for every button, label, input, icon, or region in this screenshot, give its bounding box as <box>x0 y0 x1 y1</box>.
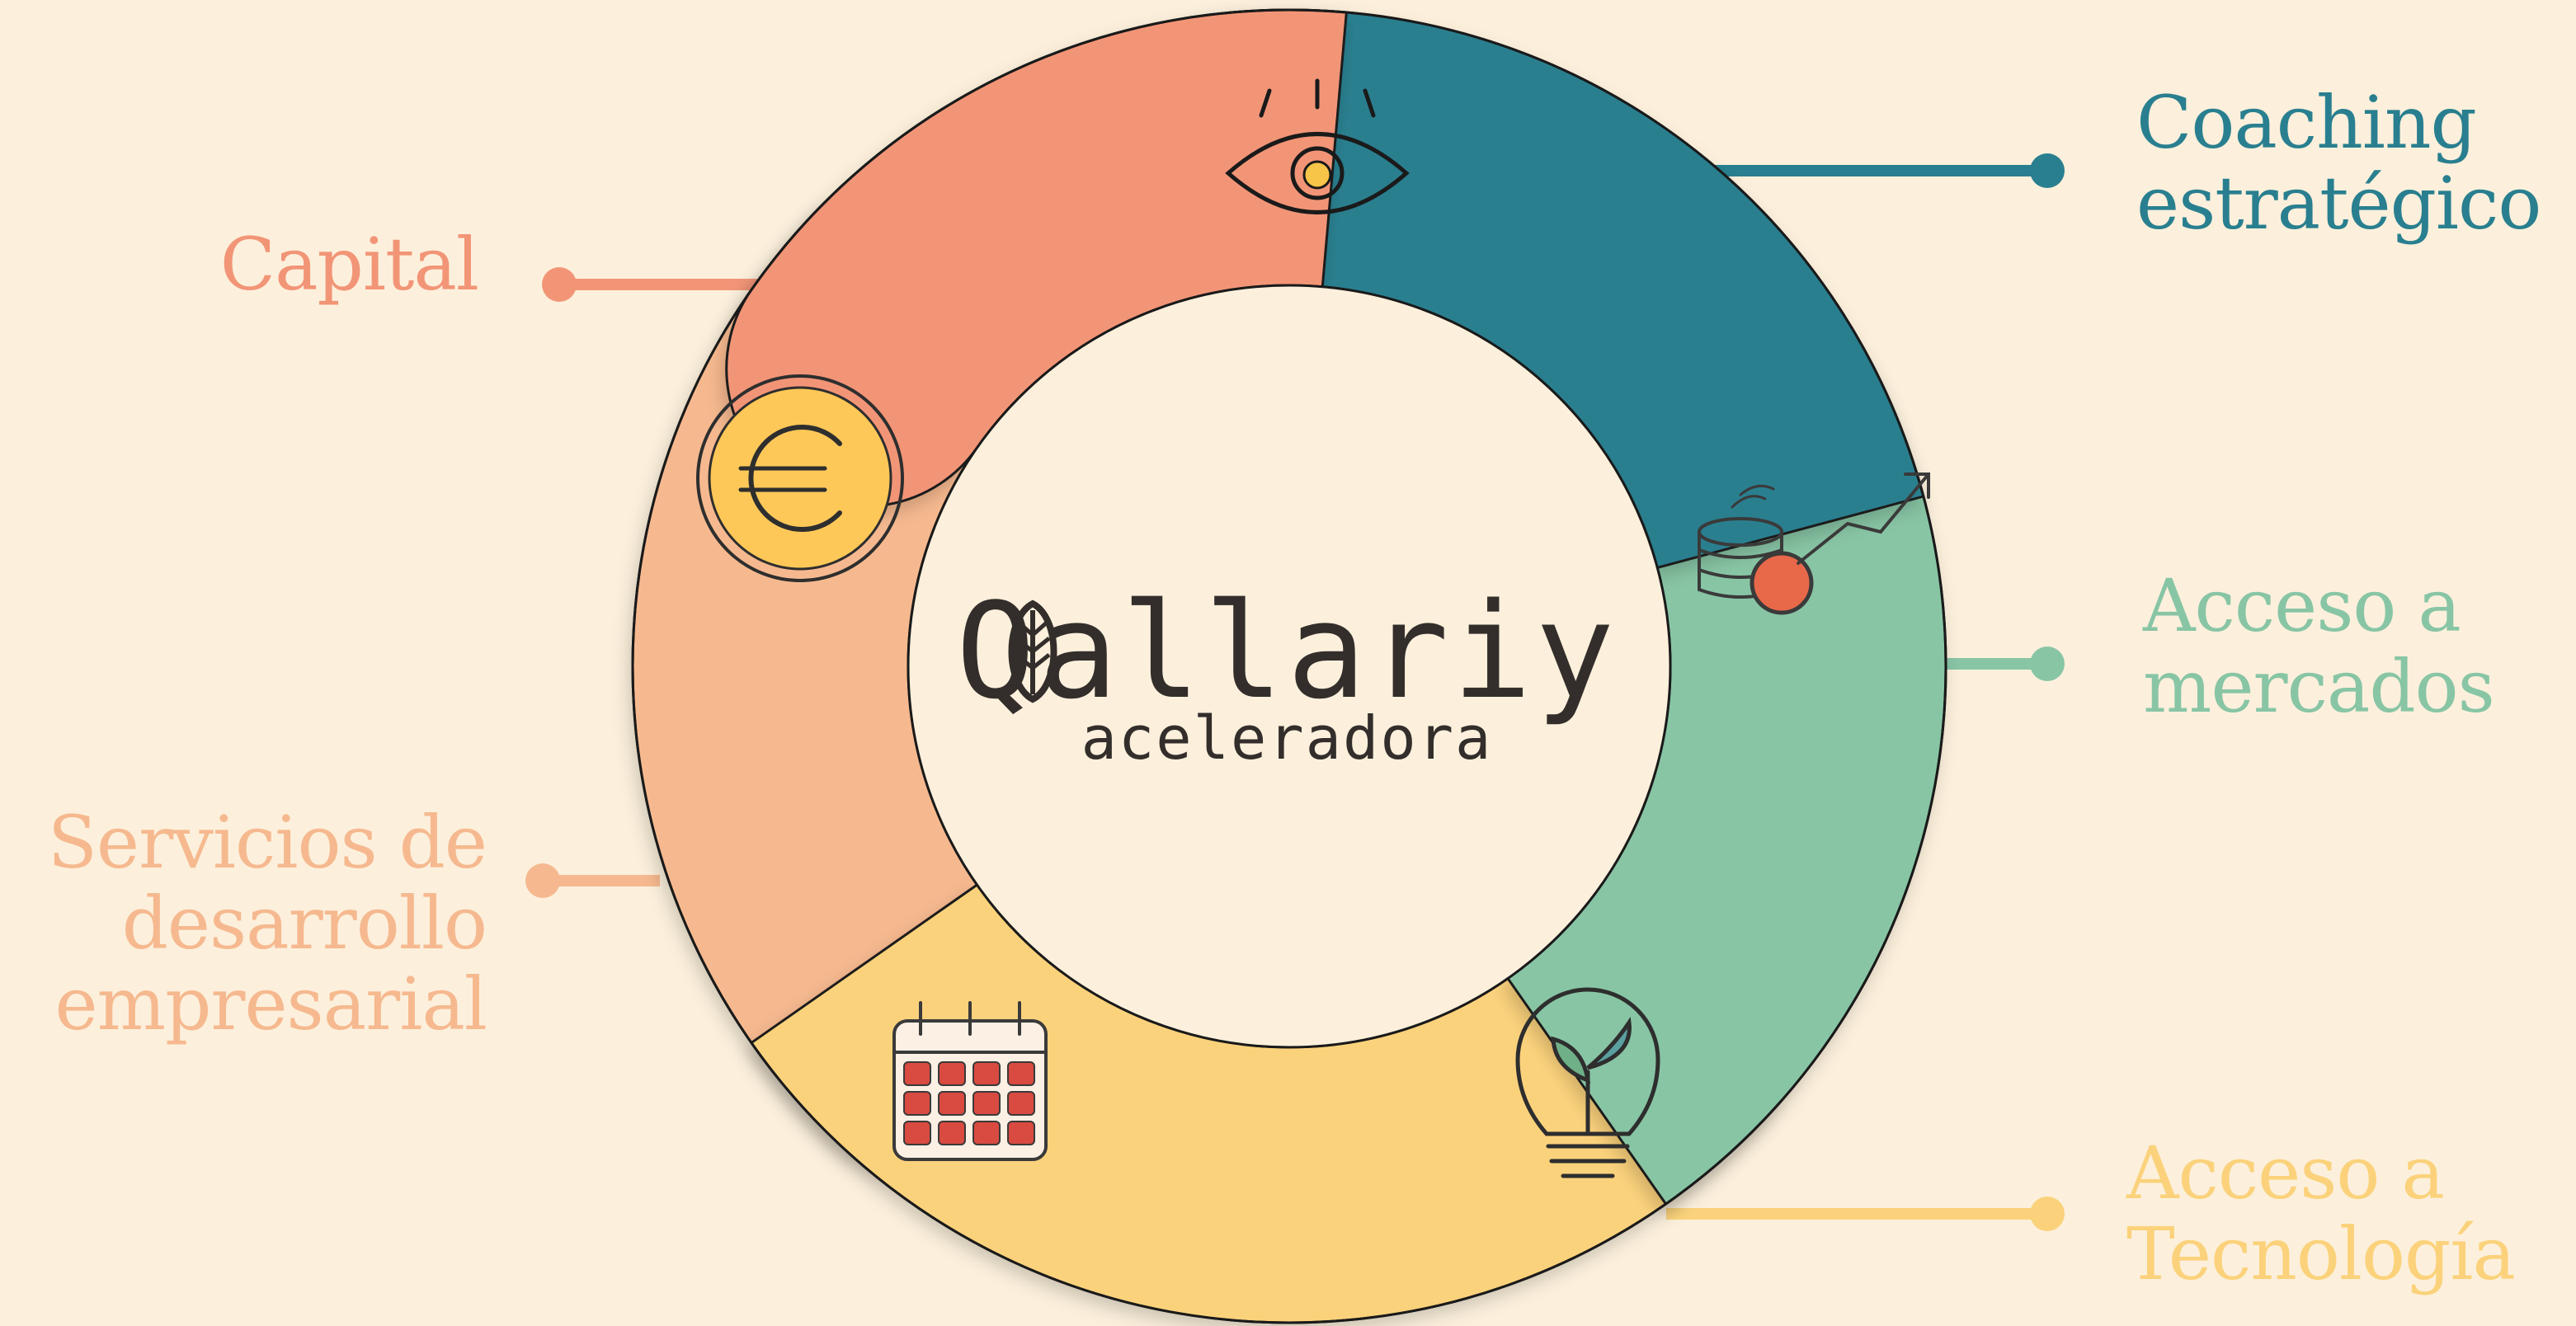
label-servicios-line-1: Servicios de <box>47 800 487 885</box>
leaf-icon <box>1008 600 1057 703</box>
connector-dot-servicios <box>525 863 560 898</box>
connector-dot-coaching <box>2030 153 2065 188</box>
label-tecnologia: Acceso a Tecnología <box>2126 1131 2516 1296</box>
label-servicios-line-3: empresarial <box>54 962 487 1046</box>
label-mercados: Acceso a mercados <box>2143 563 2495 729</box>
brand-name: Qallariy <box>955 574 1618 728</box>
center-disc <box>907 284 1672 1049</box>
connector-dot-tecnologia <box>2030 1197 2065 1231</box>
lightbulb-plant-icon <box>1515 987 1660 1178</box>
connector-dot-capital <box>542 267 577 302</box>
label-coaching-line-2: estratégico <box>2136 161 2541 246</box>
calendar-icon <box>892 1001 1048 1161</box>
label-tecnologia-line-1: Acceso a <box>2126 1131 2445 1216</box>
eye-icon <box>1225 78 1410 214</box>
brand-subtitle: aceleradora <box>1081 703 1493 773</box>
euro-coin-icon <box>696 374 904 582</box>
label-coaching: Coaching estratégico <box>2136 82 2541 244</box>
label-servicios: Servicios de desarrollo empresarial <box>16 802 487 1045</box>
connector-dot-mercados <box>2030 647 2065 681</box>
label-capital-line-1: Capital <box>219 222 479 307</box>
label-capital: Capital <box>99 222 479 307</box>
label-tecnologia-line-2: Tecnología <box>2126 1211 2516 1296</box>
coins-growth-icon <box>1698 473 1930 615</box>
connectors <box>525 153 2065 1231</box>
ring-outer-outline <box>631 8 1947 1324</box>
label-servicios-line-2: desarrollo <box>121 881 487 966</box>
label-mercados-line-1: Acceso a <box>2143 563 2461 648</box>
label-mercados-line-2: mercados <box>2143 644 2495 729</box>
label-coaching-line-1: Coaching <box>2136 80 2477 165</box>
